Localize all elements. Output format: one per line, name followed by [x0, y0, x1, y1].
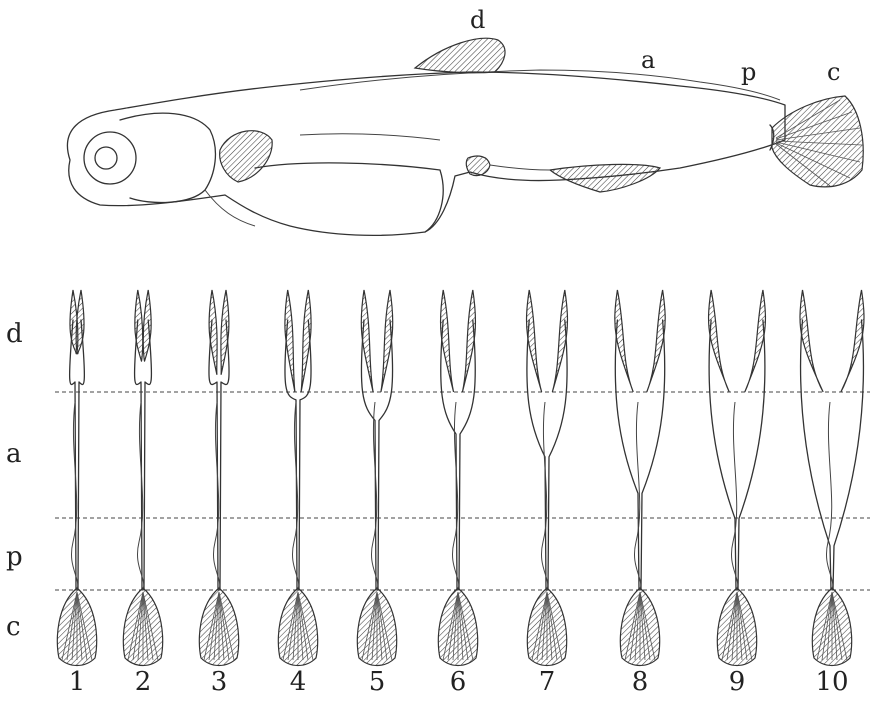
larval-fish-illustration: d a p c — [67, 6, 863, 235]
dorsal-lobe — [709, 290, 730, 392]
dorsal-lobe — [440, 290, 453, 392]
stage-3: 3 — [199, 290, 238, 697]
fin-fold-strand — [833, 320, 863, 590]
stage-number: 2 — [135, 667, 152, 697]
dorsal-lobe — [462, 290, 475, 392]
dorsal-lobe — [745, 290, 766, 392]
stage-4: 4 — [278, 290, 317, 697]
dorsal-lobe — [841, 290, 864, 392]
stage-2: 2 — [123, 290, 162, 697]
stage-series: d a p c 1 2 3 4 5 6 7 8 9 10 — [6, 290, 870, 697]
fish-label-peduncle: p — [741, 58, 756, 86]
stage-number: 8 — [632, 667, 649, 697]
belly-outline — [255, 163, 443, 232]
stage-number: 4 — [290, 667, 307, 697]
gut-line — [300, 134, 440, 140]
dorsal-lobe — [552, 290, 567, 392]
fin-fold-strand — [78, 320, 84, 590]
anal-fin — [550, 164, 660, 192]
stage-5: 5 — [357, 290, 396, 697]
fin-fold-strand — [641, 320, 665, 590]
stage-number: 10 — [815, 667, 848, 697]
eye-outer — [84, 132, 136, 184]
stage-9: 9 — [709, 290, 766, 697]
stage-10: 10 — [800, 290, 864, 697]
operculum-line — [205, 190, 255, 226]
peduncle-fold — [826, 402, 832, 590]
fish-label-dorsal: d — [470, 6, 485, 34]
stage-number: 3 — [211, 667, 228, 697]
dorsal-lobe — [615, 290, 633, 392]
fish-body-outline — [67, 72, 785, 235]
stage-number: 9 — [729, 667, 746, 697]
dorsal-lobe — [209, 290, 217, 375]
stage-7: 7 — [527, 290, 568, 697]
stage-number: 6 — [450, 667, 467, 697]
stage-1: 1 — [57, 290, 96, 697]
dorsal-lobe — [647, 290, 665, 392]
dorsal-lobe — [800, 290, 823, 392]
dorsal-fin — [415, 38, 505, 72]
stage-number: 1 — [69, 667, 86, 697]
fin-fold-strand — [615, 320, 639, 590]
stage-columns: 1 2 3 4 5 6 7 8 9 10 — [57, 290, 864, 697]
anal-fold — [490, 165, 550, 170]
fish-label-caudal: c — [827, 58, 840, 86]
pectoral-fin — [220, 131, 273, 182]
pelvic-fin — [466, 156, 490, 176]
stage-6: 6 — [438, 290, 477, 697]
peduncle-fold — [731, 402, 737, 590]
head-outline — [120, 113, 215, 202]
stage-number: 5 — [369, 667, 386, 697]
peduncle-fold — [541, 402, 547, 590]
fin-fold-strand — [70, 320, 76, 590]
dorsal-lobe — [527, 290, 542, 392]
fish-label-anal: a — [641, 46, 655, 74]
row-label-caudal: c — [6, 612, 21, 642]
row-label-peduncle: p — [6, 542, 23, 572]
eye-pupil — [95, 147, 117, 169]
row-label-anal: a — [6, 439, 22, 469]
fin-fold-strand — [738, 320, 765, 590]
stage-8: 8 — [615, 290, 665, 697]
dorsal-lobe — [221, 290, 229, 375]
stage-number: 7 — [539, 667, 556, 697]
row-label-dorsal: d — [6, 319, 23, 349]
